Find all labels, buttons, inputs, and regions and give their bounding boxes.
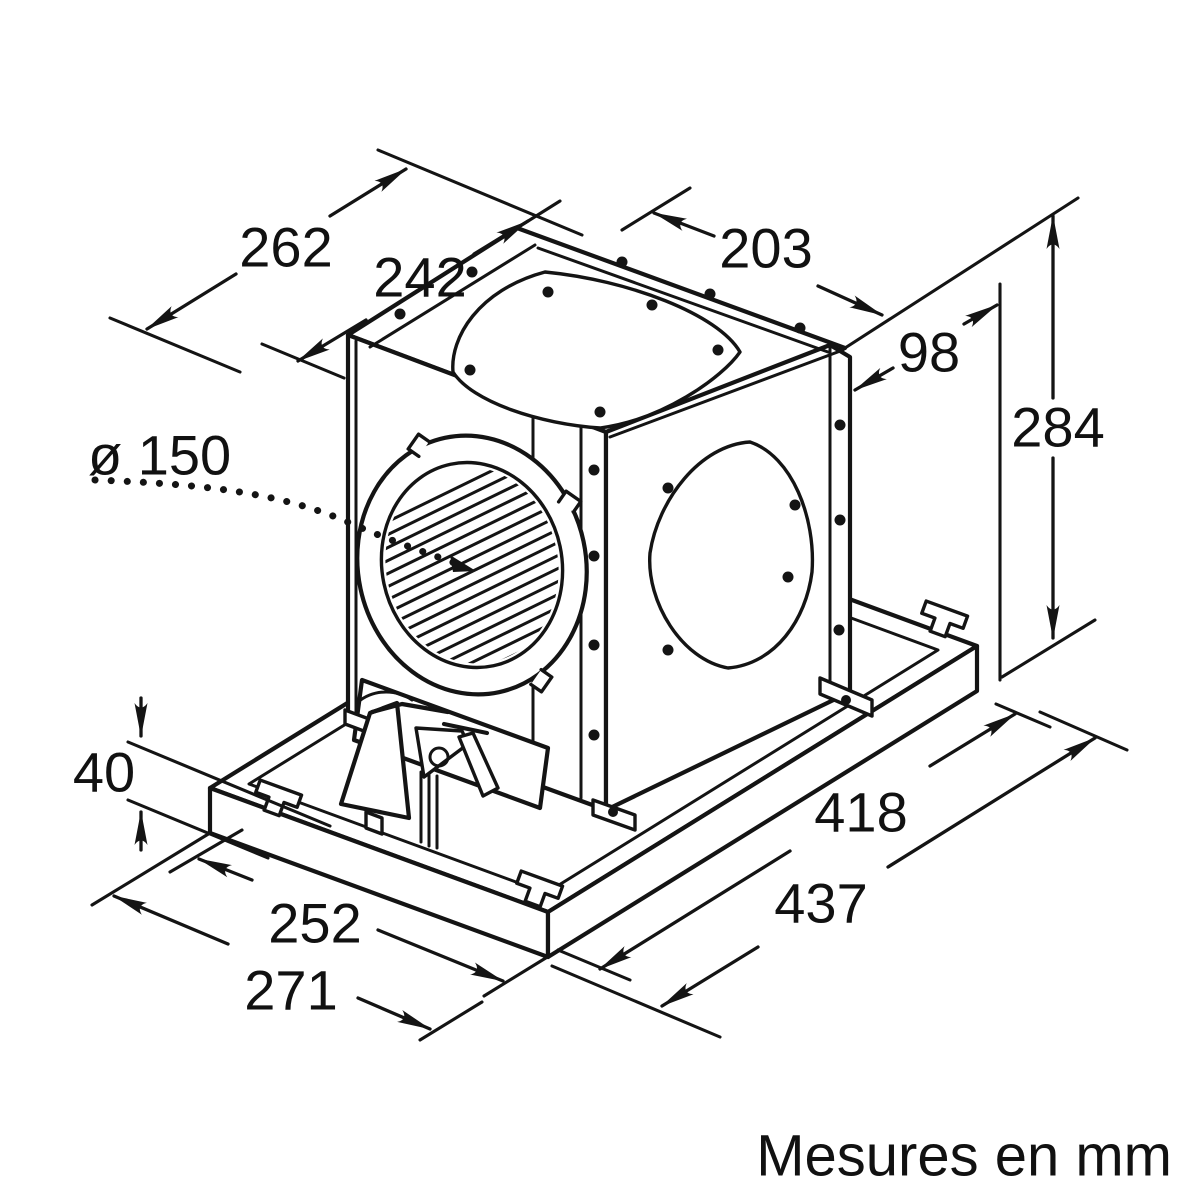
mounting-clip: [254, 778, 304, 818]
top-flange-inner-left: [368, 243, 537, 349]
bracket-wire: [441, 721, 490, 736]
ring-tab: [529, 667, 554, 694]
bracket-roof-wire: [369, 701, 451, 715]
dim-label-203: 203: [719, 217, 812, 280]
dim-label-252: 252: [268, 892, 361, 955]
top-flange-inner-right: [536, 246, 830, 354]
spring-clamp-bracket: [338, 690, 500, 850]
side-gasket-holes: [662, 482, 801, 656]
bracket-arm: [457, 731, 500, 798]
side-gasket-outline: [648, 440, 815, 670]
dimension-lines: [112, 167, 1097, 1031]
top-gasket-outline: [451, 270, 742, 430]
right-face-top-fold: [608, 348, 845, 439]
dim-label-284: 284: [1011, 396, 1104, 459]
leader-arrowhead: [450, 555, 476, 572]
extension-lines: [90, 148, 1129, 1042]
mounting-clip: [515, 869, 565, 909]
flange-screw-holes: [394, 256, 846, 741]
mounting-clip: [920, 599, 970, 639]
duct-ring: [355, 432, 589, 697]
units-note: Mesures en mm: [756, 1124, 1172, 1189]
dim-label-262: 262: [239, 216, 332, 279]
dim-label-242: 242: [373, 246, 466, 309]
duct-ring-inner: [379, 460, 565, 670]
dim-label-418: 418: [814, 781, 907, 844]
dim-label-diameter-150: ø 150: [88, 424, 231, 487]
base-plate-rim-right: [545, 643, 980, 960]
dim-label-40: 40: [73, 741, 135, 804]
bracket-hole: [428, 746, 450, 768]
diameter-leader: [91, 476, 476, 572]
mounting-clips: [254, 599, 970, 909]
ring-tab: [406, 432, 431, 459]
top-gasket-holes: [464, 286, 724, 418]
dimension-labels: 262 242 203 98 284 ø 150 40 252 271 418 …: [73, 216, 1172, 1189]
blower-box: [343, 225, 874, 832]
bracket-spring-curl: [356, 690, 414, 704]
ring-tab: [556, 489, 583, 514]
dim-label-437: 437: [774, 872, 867, 935]
bracket-foot: [364, 810, 384, 836]
dim-label-271: 271: [244, 959, 337, 1022]
bracket-plate: [338, 700, 412, 821]
dim-label-98: 98: [898, 321, 960, 384]
